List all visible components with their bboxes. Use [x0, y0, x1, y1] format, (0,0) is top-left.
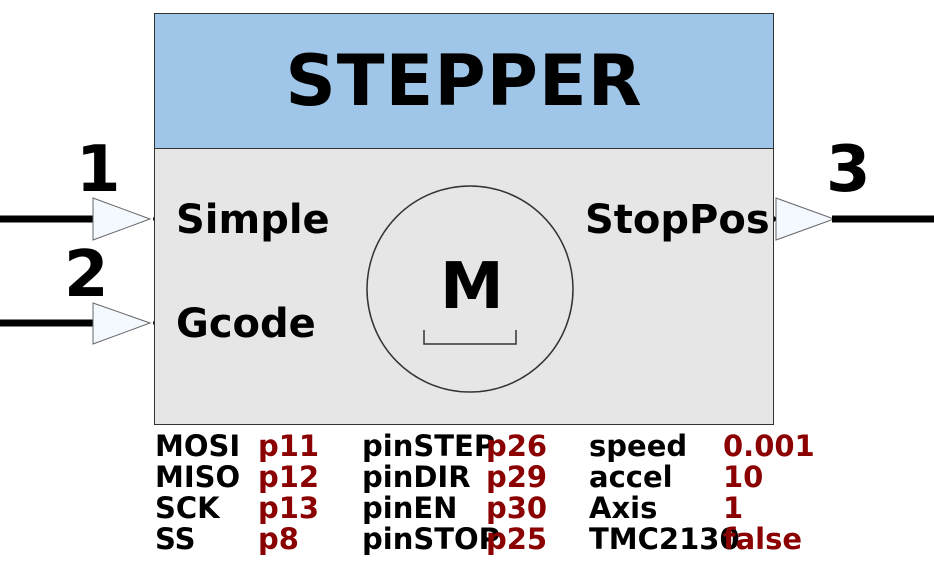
- param-name: MISO: [155, 460, 241, 494]
- param-value: p25: [486, 522, 548, 556]
- param-value: p13: [258, 491, 320, 525]
- param-name: SCK: [155, 491, 220, 525]
- output-3-label: StopPos: [585, 197, 770, 243]
- param-value: p12: [258, 460, 320, 494]
- block-header: STEPPER: [155, 14, 773, 149]
- param-name: pinDIR: [362, 460, 471, 494]
- stepper-block[interactable]: STEPPER: [154, 13, 774, 425]
- param-name: SS: [155, 522, 196, 556]
- param-name: pinEN: [362, 491, 458, 525]
- param-value: 10: [723, 460, 764, 494]
- param-value: p30: [486, 491, 548, 525]
- param-name: MOSI: [155, 429, 241, 463]
- param-name: accel: [589, 460, 673, 494]
- param-value: 0.001: [723, 429, 815, 463]
- motor-bracket: [423, 330, 517, 345]
- motor-circle: [366, 185, 574, 393]
- param-value: p11: [258, 429, 320, 463]
- param-value: 1: [723, 491, 744, 525]
- param-value: p29: [486, 460, 548, 494]
- param-value: p8: [258, 522, 299, 556]
- params-section: MOSI p11 MISO p12 SCK p13 SS p8 pinSTEP …: [0, 431, 934, 561]
- input-1-number: 1: [76, 133, 121, 207]
- param-name: TMC2130: [589, 522, 740, 556]
- param-name: pinSTEP: [362, 429, 496, 463]
- input-2-number: 2: [64, 238, 109, 312]
- param-value: false: [723, 522, 803, 556]
- block-title: STEPPER: [285, 40, 643, 122]
- output-3-number: 3: [826, 133, 871, 207]
- motor-letter: M: [440, 250, 504, 324]
- input-2-arrow: [92, 302, 152, 345]
- param-name: speed: [589, 429, 688, 463]
- param-name: pinSTOP: [362, 522, 500, 556]
- param-value: p26: [486, 429, 548, 463]
- input-1-label: Simple: [176, 197, 330, 243]
- param-name: Axis: [589, 491, 658, 525]
- input-2-label: Gcode: [176, 301, 316, 347]
- input-1-arrow: [92, 197, 152, 241]
